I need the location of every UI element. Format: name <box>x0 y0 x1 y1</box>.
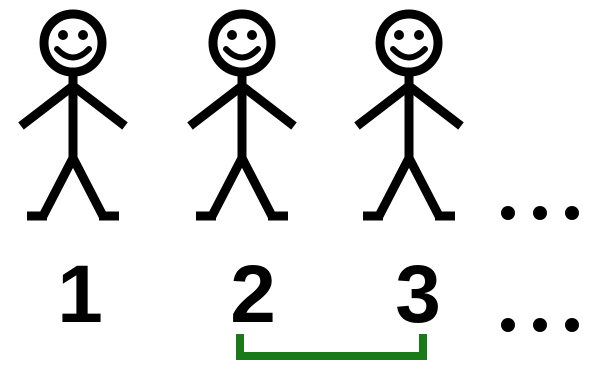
stick-figure-2 <box>190 14 294 216</box>
eye-left <box>394 30 404 40</box>
leg-left <box>212 158 242 216</box>
head <box>213 14 271 72</box>
head <box>44 14 102 72</box>
arm-right <box>73 86 125 126</box>
dot <box>533 318 547 332</box>
dot <box>501 318 515 332</box>
smile <box>226 49 258 58</box>
eye-right <box>78 30 88 40</box>
arm-left <box>190 86 242 126</box>
head <box>380 14 438 72</box>
leg-left <box>379 158 409 216</box>
eye-left <box>58 30 68 40</box>
stick-figure-1 <box>21 14 125 216</box>
smile <box>393 49 425 58</box>
leg-right <box>73 158 103 216</box>
dot <box>565 318 579 332</box>
label-1: 1 <box>57 249 103 340</box>
arm-right <box>409 86 461 126</box>
label-2: 2 <box>230 249 276 340</box>
smile <box>57 49 89 58</box>
leg-right <box>409 158 439 216</box>
dot <box>565 206 579 220</box>
arm-left <box>21 86 73 126</box>
ellipsis-top <box>501 206 579 220</box>
arm-right <box>242 86 294 126</box>
ellipsis-bottom <box>501 318 579 332</box>
label-3: 3 <box>395 249 441 340</box>
eye-left <box>227 30 237 40</box>
leg-right <box>242 158 272 216</box>
arm-left <box>357 86 409 126</box>
dot <box>533 206 547 220</box>
eye-right <box>247 30 257 40</box>
stick-figure-3 <box>357 14 461 216</box>
eye-right <box>414 30 424 40</box>
leg-left <box>43 158 73 216</box>
dot <box>501 206 515 220</box>
